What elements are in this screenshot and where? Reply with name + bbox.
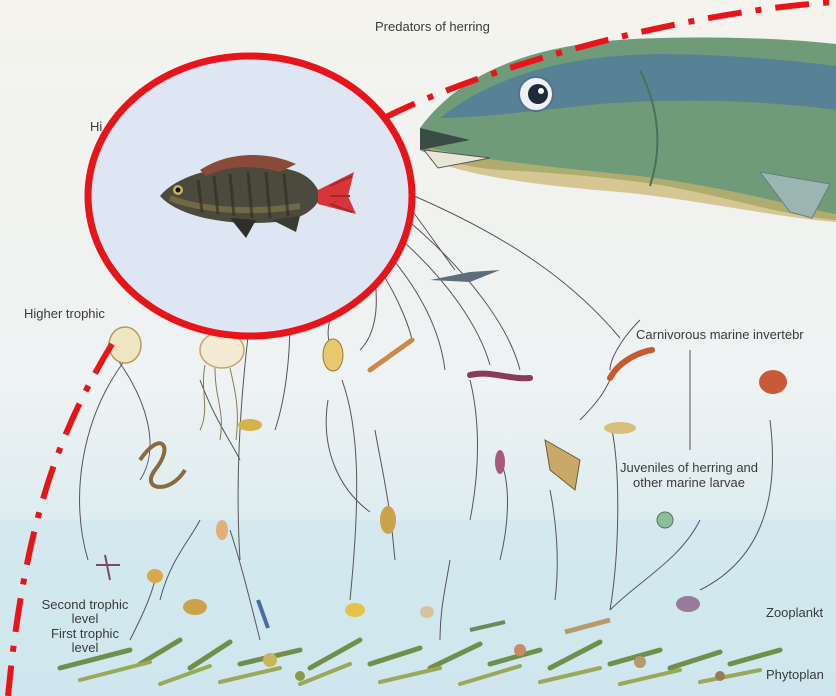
inset-callout [0,0,836,696]
food-web-diagram: Predators of herring Hi Higher trophic C… [0,0,836,696]
